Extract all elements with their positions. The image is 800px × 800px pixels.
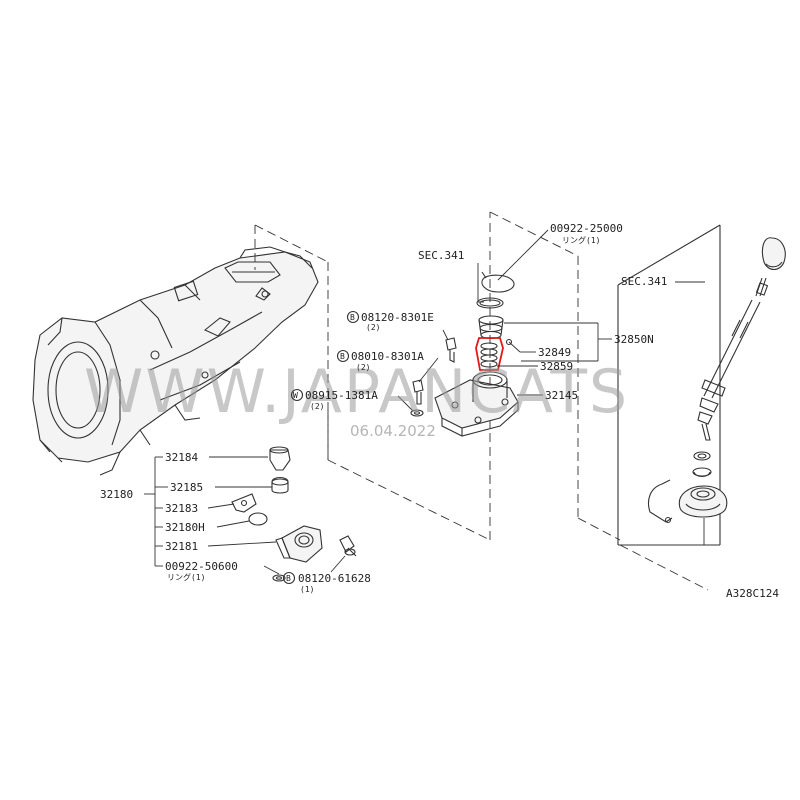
label-32180: 32180 bbox=[100, 488, 133, 501]
label-00922-25000: 00922-25000 bbox=[550, 222, 623, 235]
prefix-w-icon: W bbox=[293, 391, 298, 400]
label-08010-8301A-qty: (2) bbox=[356, 363, 370, 372]
label-08120-8301E-qty: (2) bbox=[366, 323, 380, 332]
callout-08120-61628: B 08120-61628 (1) bbox=[282, 571, 371, 594]
label-32184: 32184 bbox=[165, 451, 198, 464]
leader-lines bbox=[144, 229, 705, 575]
label-08915-1381A: 08915-1381A bbox=[305, 389, 378, 402]
bracket-32180-parts bbox=[231, 446, 357, 582]
label-00922-50600-ring: リング(1) bbox=[167, 572, 205, 582]
label-32849: 32849 bbox=[538, 346, 571, 359]
transmission-case-illustration bbox=[32, 246, 319, 476]
label-00922-50600: 00922-50600 bbox=[165, 560, 238, 573]
snap-ring-lower bbox=[476, 297, 504, 309]
washer-08915-1381A bbox=[410, 409, 424, 417]
spring-32859 bbox=[480, 342, 498, 368]
label-sec-341-left: SEC.341 bbox=[418, 249, 464, 262]
boot-32849 bbox=[478, 315, 513, 346]
prefix-b-icon: B bbox=[340, 352, 345, 361]
prefix-b-icon: B bbox=[286, 574, 291, 583]
watermark-text: WWW.JAPANCATS bbox=[84, 357, 629, 427]
label-32850N: 32850N bbox=[614, 333, 654, 346]
shift-housing-32145 bbox=[434, 371, 519, 437]
callout-08120-8301E: B 08120-8301E (2) bbox=[346, 310, 434, 332]
part-32859-highlight bbox=[475, 337, 504, 371]
label-32859: 32859 bbox=[540, 360, 573, 373]
snap-ring-upper bbox=[481, 271, 515, 293]
callout-08010-8301A: B 08010-8301A (2) bbox=[336, 349, 424, 372]
date-stamp: 06.04.2022 bbox=[350, 422, 436, 440]
diagram-code: A328C124 bbox=[726, 587, 779, 600]
label-00922-25000-ring: リング(1) bbox=[562, 235, 600, 245]
label-32181: 32181 bbox=[165, 540, 198, 553]
label-08010-8301A: 08010-8301A bbox=[351, 350, 424, 363]
label-32183: 32183 bbox=[165, 502, 198, 515]
callout-08915-1381A: W 08915-1381A (2) bbox=[290, 388, 378, 411]
label-08120-8301E: 08120-8301E bbox=[361, 311, 434, 324]
label-08120-61628: 08120-61628 bbox=[298, 572, 371, 585]
bolt-08120-8301E bbox=[445, 337, 457, 363]
bolt-08010-8301A bbox=[412, 379, 424, 405]
prefix-b-icon: B bbox=[350, 313, 355, 322]
label-08120-61628-qty: (1) bbox=[300, 585, 314, 594]
label-08915-1381A-qty: (2) bbox=[310, 402, 324, 411]
label-32180H: 32180H bbox=[165, 521, 205, 534]
shift-lever-illustration bbox=[647, 237, 786, 545]
label-32145: 32145 bbox=[545, 389, 578, 402]
projection-lines-left bbox=[254, 211, 621, 541]
label-sec-341-right: SEC.341 bbox=[621, 275, 667, 288]
label-32185: 32185 bbox=[170, 481, 203, 494]
